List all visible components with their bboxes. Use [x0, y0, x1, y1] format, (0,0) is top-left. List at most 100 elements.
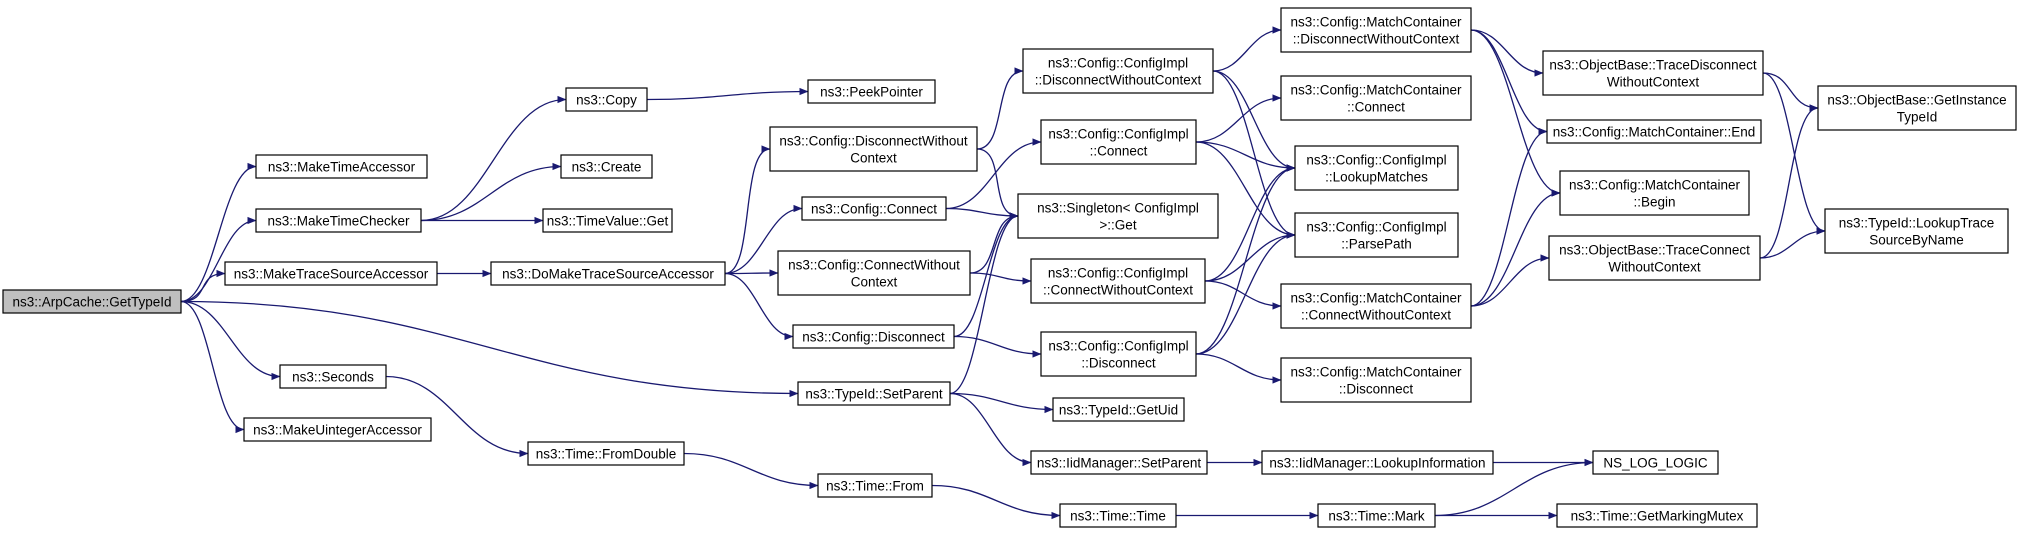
- node-label: WithoutContext: [1607, 75, 1700, 90]
- node-makeuintegeraccessor[interactable]: ns3::MakeUintegerAccessor: [243, 417, 432, 442]
- edge-implConnectWithoutContext-to-mcConnectWithoutContext: [1204, 280, 1282, 310]
- edge-implConnectWithoutContext-to-implParsePath: [1204, 231, 1296, 282]
- node-box: [1592, 450, 1719, 475]
- node-maketimeaccessor[interactable]: ns3::MakeTimeAccessor: [255, 154, 428, 179]
- node-implParsePath[interactable]: ns3::Config::ConfigImpl::ParsePath: [1294, 212, 1459, 258]
- node-implDisconnectWithoutContext[interactable]: ns3::Config::ConfigImpl::DisconnectWitho…: [1022, 48, 1214, 94]
- node-implConnect[interactable]: ns3::Config::ConfigImpl::Connect: [1040, 119, 1197, 165]
- node-obTraceConnectWithoutContext[interactable]: ns3::ObjectBase::TraceConnectWithoutCont…: [1548, 235, 1761, 281]
- node-box: [1280, 7, 1472, 53]
- node-box: [1546, 119, 1762, 144]
- node-label: ns3::Copy: [576, 93, 637, 108]
- edge-configdisconnectwithoutcontext-to-implDisconnectWithoutContext: [976, 67, 1024, 150]
- node-label: ns3::MakeTraceSourceAccessor: [234, 267, 429, 282]
- node-timefrom[interactable]: ns3::Time::From: [817, 473, 933, 498]
- node-label: ns3::Config::ConfigImpl: [1048, 127, 1188, 142]
- edge-mcConnectWithoutContext-to-mcEnd: [1470, 127, 1548, 307]
- node-create[interactable]: ns3::Create: [560, 154, 653, 179]
- node-label: ::LookupMatches: [1325, 170, 1428, 185]
- node-label: ns3::Config::MatchContainer: [1290, 291, 1462, 306]
- edge-domaketracesourceaccessor-to-configconnect: [724, 204, 803, 275]
- edge-mcConnectWithoutContext-to-mcBegin: [1470, 189, 1561, 307]
- node-label: ns3::Create: [572, 160, 642, 175]
- node-label: Context: [850, 151, 897, 166]
- node-implConnectWithoutContext[interactable]: ns3::Config::ConfigImpl::ConnectWithoutC…: [1030, 258, 1206, 304]
- node-implLookupMatches[interactable]: ns3::Config::ConfigImpl::LookupMatches: [1294, 145, 1459, 191]
- node-label: ::Disconnect: [1081, 356, 1156, 371]
- node-configdisconnectwithoutcontext[interactable]: ns3::Config::DisconnectWithoutContext: [769, 126, 978, 172]
- node-label: ns3::Config::MatchContainer: [1290, 15, 1462, 30]
- node-label: ns3::MakeTimeChecker: [267, 214, 410, 229]
- node-timegetmarkingmutex[interactable]: ns3::Time::GetMarkingMutex: [1556, 503, 1758, 528]
- node-singletonget[interactable]: ns3::Singleton< ConfigImpl>::Get: [1017, 193, 1219, 239]
- edge-mcDisconnectWithoutContext-to-mcEnd: [1470, 29, 1548, 136]
- node-copy[interactable]: ns3::Copy: [565, 87, 648, 112]
- node-mcConnectWithoutContext[interactable]: ns3::Config::MatchContainer::ConnectWith…: [1280, 283, 1472, 329]
- edge-arpcache-to-makeuintegeraccessor: [180, 300, 245, 434]
- node-timetime[interactable]: ns3::Time::Time: [1059, 503, 1177, 528]
- node-label: ns3::Config::Disconnect: [802, 330, 945, 345]
- node-label: ns3::TimeValue::Get: [547, 214, 669, 229]
- node-mcDisconnect[interactable]: ns3::Config::MatchContainer::Disconnect: [1280, 357, 1472, 403]
- node-label: ns3::Config::ConfigImpl: [1048, 339, 1188, 354]
- node-box: [817, 473, 933, 498]
- node-label: ns3::IidManager::SetParent: [1037, 456, 1202, 471]
- node-configdisconnect[interactable]: ns3::Config::Disconnect: [792, 324, 955, 349]
- node-box: [1040, 331, 1197, 377]
- node-timefromdouble[interactable]: ns3::Time::FromDouble: [527, 441, 685, 466]
- node-label: ns3::Config::ConfigImpl: [1306, 220, 1446, 235]
- node-label: ns3::Seconds: [292, 370, 374, 385]
- edge-implDisconnectWithoutContext-to-mcDisconnectWithoutContext: [1212, 26, 1282, 72]
- node-box: [1261, 450, 1494, 475]
- node-label: ns3::ArpCache::GetTypeId: [12, 295, 171, 310]
- node-mcBegin[interactable]: ns3::Config::MatchContainer::Begin: [1559, 170, 1750, 216]
- node-box: [1017, 193, 1219, 239]
- node-peekpointer[interactable]: ns3::PeekPointer: [807, 79, 936, 104]
- node-box: [807, 79, 936, 104]
- node-label: ns3::Config::MatchContainer: [1290, 365, 1462, 380]
- node-box: [1294, 212, 1459, 258]
- node-iidmanagerlookupinformation[interactable]: ns3::IidManager::LookupInformation: [1261, 450, 1494, 475]
- node-arpcache[interactable]: ns3::ArpCache::GetTypeId: [2, 289, 182, 314]
- node-box: [1040, 119, 1197, 165]
- node-box: [542, 208, 673, 233]
- node-box: [224, 261, 438, 286]
- node-mcDisconnectWithoutContext[interactable]: ns3::Config::MatchContainer::DisconnectW…: [1280, 7, 1472, 53]
- edge-domaketracesourceaccessor-to-configdisconnectwithoutcontext: [724, 145, 771, 275]
- node-domaketracesourceaccessor[interactable]: ns3::DoMakeTraceSourceAccessor: [490, 261, 726, 286]
- node-label: ns3::IidManager::LookupInformation: [1269, 456, 1485, 471]
- node-typeidsetparent[interactable]: ns3::TypeId::SetParent: [797, 381, 951, 406]
- node-iidmanagersetparent[interactable]: ns3::IidManager::SetParent: [1030, 450, 1208, 475]
- node-label: ns3::Config::DisconnectWithout: [779, 134, 968, 149]
- node-label: ns3::PeekPointer: [820, 85, 923, 100]
- node-box: [490, 261, 726, 286]
- node-label: ns3::TypeId::SetParent: [805, 387, 943, 402]
- node-label: ::Connect: [1347, 100, 1405, 115]
- node-nsloglogic[interactable]: NS_LOG_LOGIC: [1592, 450, 1719, 475]
- node-maketimechecker[interactable]: ns3::MakeTimeChecker: [255, 208, 422, 233]
- edge-typeidsetparent-to-iidmanagersetparent: [949, 392, 1032, 467]
- node-mcConnect[interactable]: ns3::Config::MatchContainer::Connect: [1280, 75, 1472, 121]
- node-implDisconnect[interactable]: ns3::Config::ConfigImpl::Disconnect: [1040, 331, 1197, 377]
- node-box: [565, 87, 648, 112]
- node-label: ns3::MakeUintegerAccessor: [253, 423, 422, 438]
- node-obTraceDisconnectWithoutContext[interactable]: ns3::ObjectBase::TraceDisconnectWithoutC…: [1542, 50, 1764, 96]
- node-box: [255, 208, 422, 233]
- node-timemark[interactable]: ns3::Time::Mark: [1317, 503, 1436, 528]
- node-timevalueget[interactable]: ns3::TimeValue::Get: [542, 208, 673, 233]
- edge-seconds-to-timefromdouble: [385, 375, 529, 458]
- node-label: ns3::Config::MatchContainer: [1569, 178, 1741, 193]
- edge-configdisconnectwithoutcontext-to-singletonget: [976, 148, 1019, 220]
- node-typeidgetuid[interactable]: ns3::TypeId::GetUid: [1052, 397, 1185, 422]
- node-label: ns3::Config::ConfigImpl: [1306, 153, 1446, 168]
- node-mcEnd[interactable]: ns3::Config::MatchContainer::End: [1546, 119, 1762, 144]
- node-configconnectwithoutcontext[interactable]: ns3::Config::ConnectWithoutContext: [777, 250, 971, 296]
- node-seconds[interactable]: ns3::Seconds: [279, 364, 387, 389]
- node-configconnect[interactable]: ns3::Config::Connect: [801, 196, 947, 221]
- node-maketracesourceaccessor[interactable]: ns3::MakeTraceSourceAccessor: [224, 261, 438, 286]
- node-label: ns3::Time::From: [826, 479, 924, 494]
- node-box: [797, 381, 951, 406]
- node-label: ns3::ObjectBase::GetInstance: [1827, 93, 2006, 108]
